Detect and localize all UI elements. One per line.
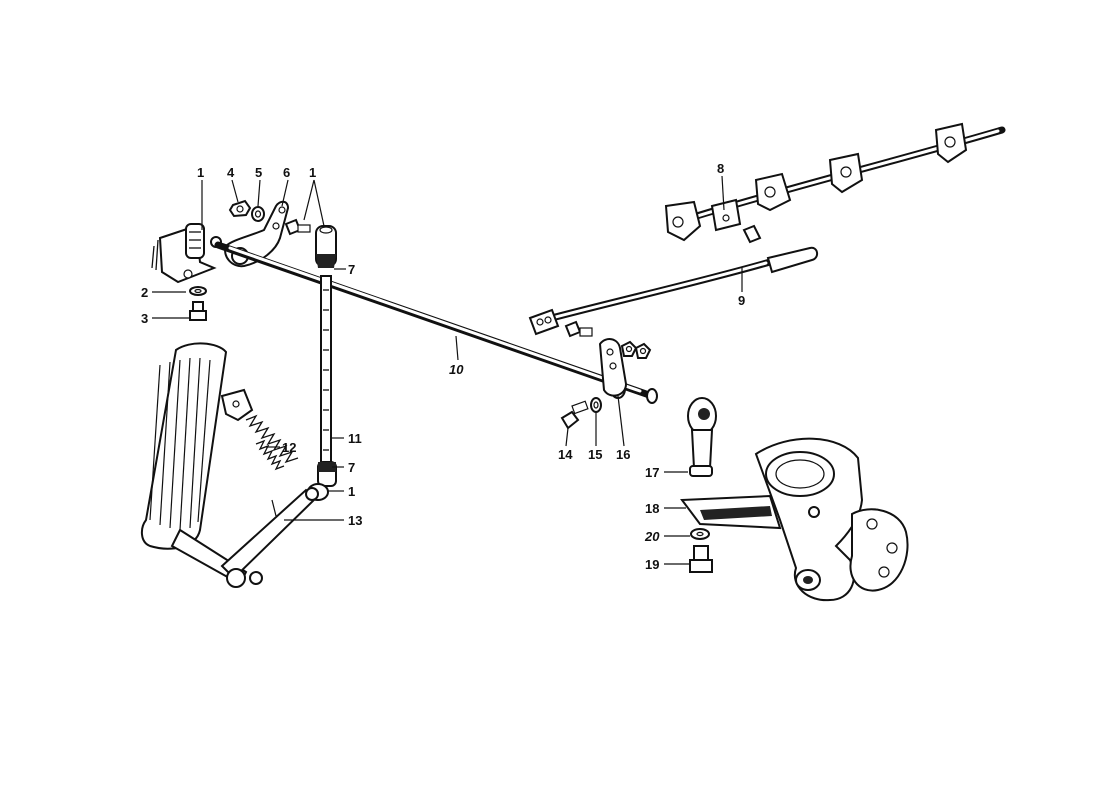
carburettor-linkage: [664, 122, 1006, 244]
nut: [634, 342, 652, 359]
pedal-lever: [220, 487, 319, 588]
callout-2: 2: [141, 285, 148, 300]
nut: [228, 199, 252, 218]
callout-7-upper: 7: [348, 262, 355, 277]
lock-washer: [690, 528, 710, 540]
callout-11: 11: [348, 431, 362, 446]
callout-6: 6: [283, 165, 290, 180]
callout-13: 13: [348, 513, 362, 528]
return-spring: [220, 388, 299, 517]
bolt: [189, 301, 207, 321]
callout-1-bracket: 1: [197, 165, 204, 180]
callout-7-lower: 7: [348, 460, 355, 475]
throttle-cable: [528, 246, 818, 338]
bolt: [284, 218, 311, 236]
callout-8: 8: [717, 161, 724, 176]
washer: [590, 397, 602, 413]
cross-shaft: [214, 241, 658, 404]
nut: [620, 340, 638, 357]
bolt: [560, 400, 589, 430]
pedal-mount-bracket: [151, 223, 222, 284]
callout-19: 19: [645, 557, 659, 572]
callout-9: 9: [738, 293, 745, 308]
carburettor-body: [680, 437, 909, 602]
callout-16: 16: [616, 447, 630, 462]
callout-18: 18: [645, 501, 659, 516]
callout-4: 4: [227, 165, 235, 180]
washer: [189, 286, 207, 296]
callout-3: 3: [141, 311, 148, 326]
callout-12: 12: [282, 440, 296, 455]
accelerator-pedal: [140, 342, 248, 586]
callout-5: 5: [255, 165, 262, 180]
washer: [251, 206, 265, 222]
callout-14: 14: [558, 447, 573, 462]
bolt: [689, 545, 713, 573]
rod-end: [315, 225, 337, 268]
rear-lever: [598, 338, 628, 397]
callout-15: 15: [588, 447, 602, 462]
callout-10: 10: [449, 362, 464, 377]
callout-20: 20: [644, 529, 660, 544]
callout-1-lower: 1: [348, 484, 355, 499]
callout-17: 17: [645, 465, 659, 480]
callout-labels: 1 2 3 4 5 6 1 7 8 9 10 11 12 7 1 13 14 1…: [141, 161, 745, 572]
ball-joint-rod-end: [687, 397, 717, 477]
vertical-link-rod: [320, 275, 332, 467]
leader-lines: [152, 175, 743, 565]
callout-1-rod-end: 1: [309, 165, 316, 180]
